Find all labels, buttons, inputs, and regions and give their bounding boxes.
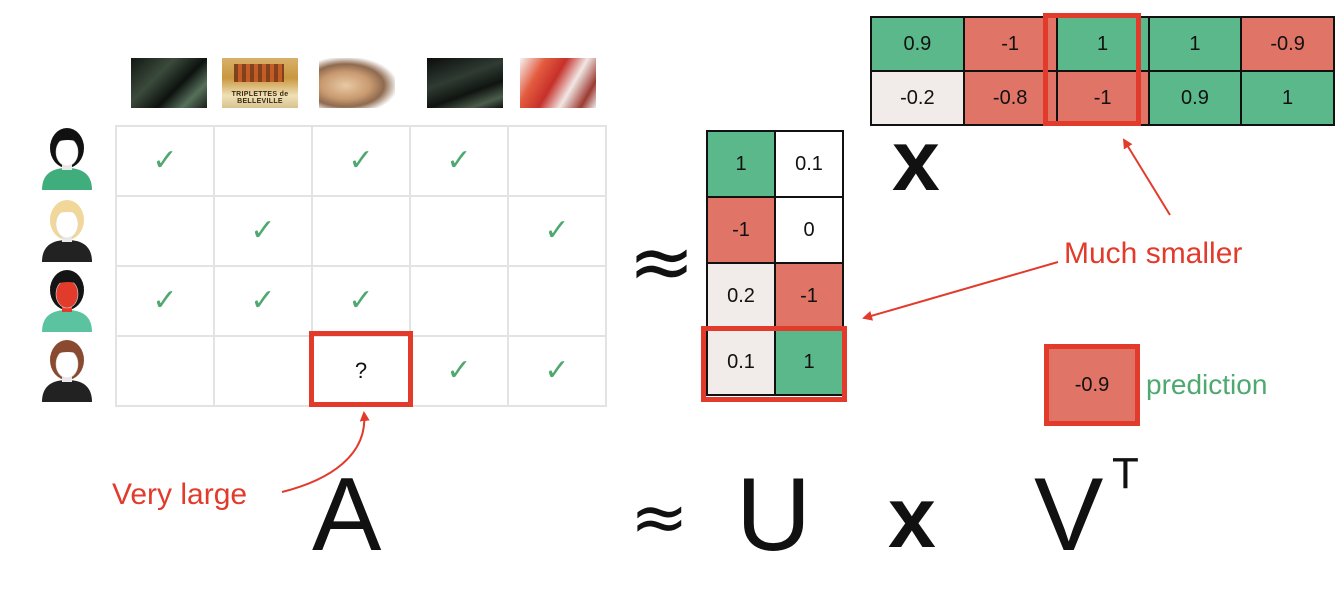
prediction-label: prediction bbox=[1146, 369, 1268, 400]
u-matrix-cell: 0.1 bbox=[774, 130, 844, 198]
much-smaller-arrow-u bbox=[862, 261, 1059, 321]
u-matrix-cell: 0.1 bbox=[706, 328, 776, 396]
movie-2-caption: TRIPLETTES de BELLEVILLE bbox=[231, 91, 289, 105]
u-matrix-row: 0.2-1 bbox=[706, 262, 844, 330]
prediction-box: -0.9 bbox=[1044, 344, 1140, 426]
equation-approx: ≈ bbox=[630, 476, 689, 558]
poster-title-art bbox=[234, 64, 284, 82]
ratings-cell bbox=[311, 195, 411, 267]
user-avatar-icon bbox=[34, 336, 100, 402]
prediction-value: -0.9 bbox=[1074, 373, 1110, 396]
vt-matrix-cell: -0.2 bbox=[870, 70, 965, 126]
vt-matrix-cell: -1 bbox=[962, 16, 1058, 72]
ratings-cell: ✓ bbox=[213, 265, 313, 337]
movie-2-poster: TRIPLETTES de BELLEVILLE bbox=[222, 58, 298, 108]
user-avatar-icon bbox=[34, 196, 100, 262]
ratings-row: ? ✓ ✓ bbox=[115, 335, 607, 407]
check-icon: ✓ bbox=[446, 143, 472, 178]
vt-matrix-cell: -0.9 bbox=[1240, 16, 1335, 72]
ratings-cell: ✓ bbox=[409, 125, 509, 197]
check-icon: ✓ bbox=[348, 143, 374, 178]
check-icon: ✓ bbox=[152, 143, 178, 178]
equation-transpose: T bbox=[1112, 449, 1139, 498]
ratings-cell bbox=[409, 265, 509, 337]
equation-u: U bbox=[736, 457, 812, 573]
check-icon: ✓ bbox=[544, 353, 570, 388]
ratings-cell: ✓ bbox=[311, 265, 411, 337]
check-icon: ✓ bbox=[152, 283, 178, 318]
ratings-cell bbox=[115, 335, 215, 407]
equation-a: A bbox=[312, 457, 382, 573]
movie-3-poster bbox=[319, 58, 395, 108]
ratings-cell bbox=[213, 125, 313, 197]
ratings-cell: ✓ bbox=[115, 265, 215, 337]
equation-v: V bbox=[1034, 457, 1104, 573]
movie-1-poster bbox=[131, 58, 207, 108]
equation-x: x bbox=[888, 470, 936, 566]
query-cell-highlight bbox=[309, 331, 413, 407]
multiply-symbol: x bbox=[892, 113, 940, 209]
user-avatar-icon bbox=[34, 266, 100, 332]
ratings-row: ✓✓ bbox=[115, 195, 607, 267]
very-large-label: Very large bbox=[112, 478, 248, 511]
ratings-matrix: ✓✓✓✓✓✓✓✓?✓✓ bbox=[115, 125, 607, 407]
check-icon: ✓ bbox=[544, 213, 570, 248]
ratings-cell bbox=[115, 195, 215, 267]
check-icon: ✓ bbox=[446, 353, 472, 388]
vt-matrix-cell: 0.9 bbox=[1147, 70, 1243, 126]
vt-column-highlight bbox=[1043, 13, 1141, 126]
movie-4-poster bbox=[427, 58, 503, 108]
approx-symbol: ≈ bbox=[628, 215, 696, 308]
vt-matrix-cell: 1 bbox=[1240, 70, 1335, 126]
ratings-row: ✓ ✓ ✓ bbox=[115, 125, 607, 197]
unknown-rating: ? bbox=[354, 358, 368, 383]
u-matrix-cell: 0.2 bbox=[706, 262, 776, 330]
check-icon: ✓ bbox=[250, 283, 276, 318]
ratings-cell bbox=[213, 335, 313, 407]
ratings-row: ✓ ✓ ✓ bbox=[115, 265, 607, 337]
ratings-cell: ✓ bbox=[507, 335, 607, 407]
ratings-cell: ✓ bbox=[409, 335, 509, 407]
movie-5-poster bbox=[520, 58, 596, 108]
ratings-cell: ✓ bbox=[311, 125, 411, 197]
vt-matrix-cell: 1 bbox=[1147, 16, 1243, 72]
ratings-cell bbox=[507, 125, 607, 197]
u-matrix-cell: 1 bbox=[706, 130, 776, 198]
ratings-cell: ✓ bbox=[213, 195, 313, 267]
vt-matrix-cell: 1 bbox=[1055, 16, 1150, 72]
much-smaller-arrow-v bbox=[1122, 138, 1171, 216]
u-matrix-cell: -1 bbox=[774, 262, 844, 330]
check-icon: ✓ bbox=[348, 283, 374, 318]
ratings-cell: ✓ bbox=[507, 195, 607, 267]
user-avatar-icon bbox=[34, 124, 100, 190]
ratings-cell: ✓ bbox=[115, 125, 215, 197]
ratings-cell bbox=[507, 265, 607, 337]
ratings-cell bbox=[409, 195, 509, 267]
vt-matrix-cell: -1 bbox=[1055, 70, 1150, 126]
u-matrix-cell: -1 bbox=[706, 196, 776, 264]
check-icon: ✓ bbox=[250, 213, 276, 248]
vt-matrix-cell: -0.8 bbox=[962, 70, 1058, 126]
u-row-highlight bbox=[701, 326, 847, 402]
vt-matrix-cell: 0.9 bbox=[870, 16, 965, 72]
u-matrix-cell: 0 bbox=[774, 196, 844, 264]
much-smaller-label: Much smaller bbox=[1064, 237, 1243, 270]
